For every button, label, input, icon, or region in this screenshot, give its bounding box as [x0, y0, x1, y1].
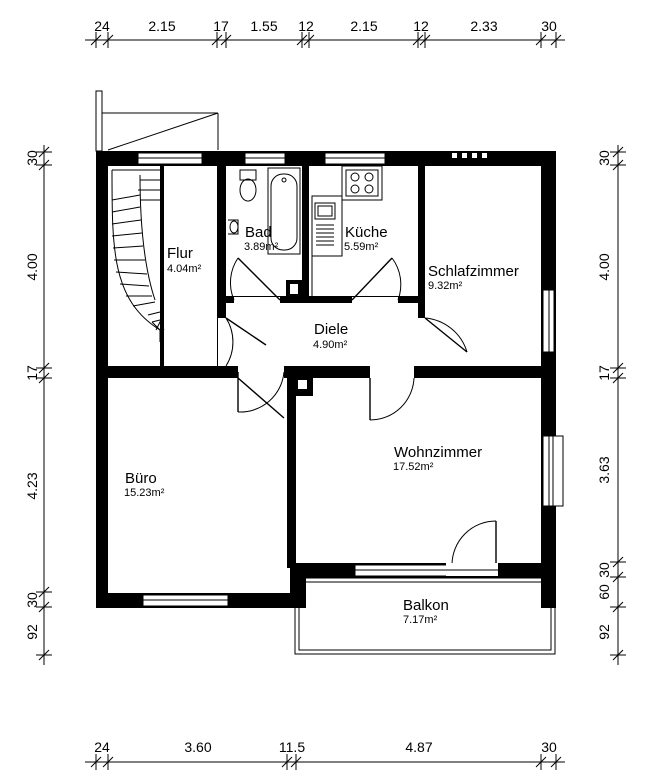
top-dim-label: 24	[94, 18, 110, 34]
room-name-bad: Bad	[245, 224, 272, 241]
bottom-dim-label: 30	[541, 739, 557, 755]
room-area-wohnzimmer: 17.52m²	[393, 461, 434, 473]
bottom-dimension-line: 24 3.60 11.5 4.87 30	[85, 739, 565, 770]
room-name-balkon: Balkon	[403, 597, 449, 614]
room-area-buero: 15.23m²	[124, 487, 165, 499]
bottom-dim-label: 4.87	[405, 739, 432, 755]
bottom-dim-label: 3.60	[184, 739, 211, 755]
bathroom-fixtures	[228, 167, 301, 255]
top-dim-label: 1.55	[250, 18, 277, 34]
right-dim-label: 17	[596, 365, 612, 381]
right-dimension-line: 30 4.00 17 3.63 60 30 92	[596, 145, 626, 665]
right-dim-label: 60	[596, 584, 612, 600]
room-name-kueche: Küche	[345, 224, 388, 241]
top-dim-label: 30	[541, 18, 557, 34]
left-dim-label: 4.00	[24, 253, 40, 280]
balcony	[294, 577, 556, 655]
bottom-dim-label: 24	[94, 739, 110, 755]
left-dim-label: 4.23	[24, 472, 40, 499]
top-dim-label: 2.15	[350, 18, 377, 34]
right-dim-label: 30	[596, 150, 612, 166]
kitchen-fixtures	[311, 165, 383, 296]
top-dimension-line: 24 2.15 17 1.55 12 2.15 12 2.33 30	[85, 18, 565, 48]
right-dim-label: 92	[596, 624, 612, 640]
top-dim-label: 12	[298, 18, 314, 34]
staircase	[111, 169, 165, 342]
room-name-diele: Diele	[314, 321, 348, 338]
room-name-schlafzimmer: Schlafzimmer	[428, 263, 519, 280]
room-area-kueche: 5.59m²	[344, 241, 379, 253]
left-dim-label: 30	[24, 592, 40, 608]
top-dim-label: 2.33	[470, 18, 497, 34]
room-name-wohnzimmer: Wohnzimmer	[394, 444, 482, 461]
top-dim-label: 17	[213, 18, 229, 34]
left-dimension-line: 30 4.00 17 4.23 30 92	[24, 145, 52, 665]
bottom-dim-label: 11.5	[279, 739, 305, 755]
left-dim-label: 92	[24, 624, 40, 640]
windows	[137, 152, 564, 607]
left-dim-label: 30	[24, 150, 40, 166]
room-area-bad: 3.89m²	[244, 241, 279, 253]
room-area-schlafzimmer: 9.32m²	[428, 280, 463, 292]
room-area-diele: 4.90m²	[313, 339, 348, 351]
room-area-balkon: 7.17m²	[403, 614, 438, 626]
walls	[96, 151, 556, 608]
top-dim-label: 12	[413, 18, 429, 34]
right-dim-label: 3.63	[596, 456, 612, 483]
room-area-flur: 4.04m²	[167, 263, 202, 275]
room-labels: Flur 4.04m² Bad 3.89m² Küche 5.59m² Schl…	[124, 224, 519, 626]
top-dim-label: 2.15	[148, 18, 175, 34]
room-name-flur: Flur	[167, 245, 193, 262]
right-dim-label: 30	[596, 562, 612, 578]
entrance-canopy	[95, 90, 219, 152]
doors	[218, 257, 498, 576]
left-dim-label: 17	[24, 365, 40, 381]
right-dim-label: 4.00	[596, 253, 612, 280]
room-name-buero: Büro	[125, 470, 157, 487]
